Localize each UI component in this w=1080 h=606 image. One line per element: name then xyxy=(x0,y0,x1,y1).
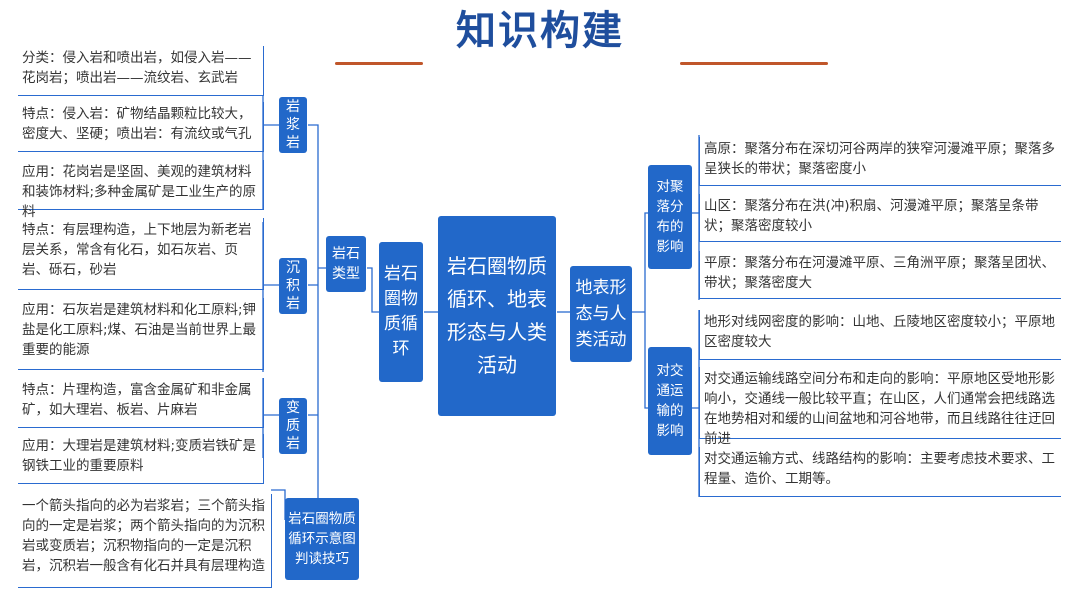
sedimentary-application-text: 应用：石灰岩是建筑材料和化工原料;钾盐是化工原料;煤、石油是当前世界上最重要的能… xyxy=(18,298,264,370)
title-underline-left xyxy=(335,62,423,65)
metamorphic-application-text: 应用：大理岩是建筑材料;变质岩铁矿是钢铁工业的重要原料 xyxy=(18,434,264,484)
sedimentary-node: 沉积岩 xyxy=(279,258,307,314)
metamorphic-features-text: 特点：片理构造，富含金属矿和非金属矿，如大理岩、板岩、片麻岩 xyxy=(18,378,264,428)
traffic-impact-node: 对交通运输的影响 xyxy=(648,347,692,455)
sedimentary-features-text: 特点：有层理构造，上下地层为新老岩层关系，常含有化石，如石灰岩、页岩、砾石，砂岩 xyxy=(18,218,264,290)
traffic-density-text: 地形对线网密度的影响：山地、丘陵地区密度较小；平原地区密度较大 xyxy=(699,310,1061,360)
title-underline-right xyxy=(680,62,828,65)
plateau-settlement-text: 高原：聚落分布在深切河谷两岸的狭窄河漫滩平原；聚落多呈狭长的带状；聚落密度小 xyxy=(699,137,1061,186)
central-topic-node: 岩石圈物质循环、地表形态与人类活动 xyxy=(438,216,556,416)
reading-tips-node: 岩石圈物质循环示意图判读技巧 xyxy=(285,498,359,580)
traffic-layout-text: 对交通运输线路空间分布和走向的影响：平原地区受地形影响小，交通线一般比较平直；在… xyxy=(699,367,1061,447)
igneous-features-text: 特点：侵入岩：矿物结晶颗粒比较大，密度大、坚硬；喷出岩：有流纹或气孔 xyxy=(18,102,264,152)
traffic-mode-text: 对交通运输方式、线路结构的影响：主要考虑技术要求、工程量、造价、工期等。 xyxy=(699,447,1061,497)
settlement-impact-node: 对聚落分布的影响 xyxy=(648,165,692,269)
igneous-classification-text: 分类：侵入岩和喷出岩，如侵入岩——花岗岩；喷出岩——流纹岩、玄武岩 xyxy=(18,46,264,96)
rock-types-node: 岩石类型 xyxy=(326,236,366,292)
metamorphic-node: 变质岩 xyxy=(279,398,307,454)
igneous-application-text: 应用：花岗岩是坚固、美观的建筑材料和装饰材料;多种金属矿是工业生产的原料 xyxy=(18,160,264,220)
igneous-node: 岩浆岩 xyxy=(279,97,307,153)
plain-settlement-text: 平原：聚落分布在河漫滩平原、三角洲平原；聚落呈团状、带状；聚落密度大 xyxy=(699,251,1061,299)
page-title: 知识构建 xyxy=(456,8,624,54)
rock-cycle-node: 岩石圈物质循环 xyxy=(379,242,423,382)
mountain-settlement-text: 山区：聚落分布在洪(冲)积扇、河漫滩平原；聚落呈条带状；聚落密度较小 xyxy=(699,194,1061,242)
landform-human-node: 地表形态与人类活动 xyxy=(570,266,632,362)
reading-tips-text: 一个箭头指向的必为岩浆岩；三个箭头指向的一定是岩浆；两个箭头指向的为沉积岩或变质… xyxy=(18,494,272,588)
